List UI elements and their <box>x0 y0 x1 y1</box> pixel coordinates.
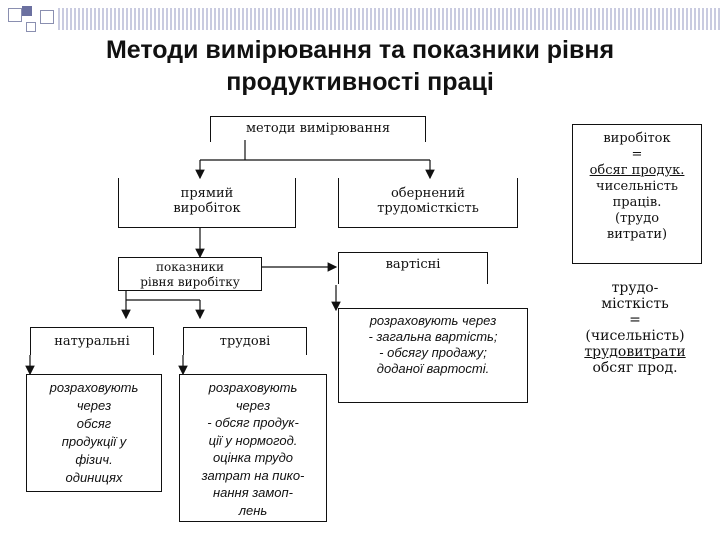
natural-desc-5: фізич. <box>75 452 113 467</box>
output-formula-3: обсяг продук. <box>589 163 685 178</box>
natural-desc-6: одиницях <box>65 470 123 485</box>
labor-desc-7: нання замоп- <box>213 485 293 500</box>
decor-square-small <box>26 22 36 32</box>
natural-box: натуральні <box>30 327 154 355</box>
value-box: вартісні <box>338 252 488 284</box>
output-formula-5: праців. <box>612 195 662 210</box>
natural-desc-3: обсяг <box>76 416 112 431</box>
value-description-box: розраховують через - загальна вартість; … <box>338 308 528 403</box>
value-desc-2: - загальна вартість; <box>368 329 498 344</box>
title-line-2: продуктивності праці <box>226 68 494 96</box>
labor-desc-2: через <box>235 397 271 413</box>
indicators-box: показники рівня виробітку <box>118 257 262 291</box>
labor-desc-4: ції у нормогод. <box>208 432 298 448</box>
indicators-label-1: показники <box>156 260 224 274</box>
natural-description-box: розраховують через обсяг продукції у фіз… <box>26 374 162 492</box>
intensity-formula-2: місткість <box>601 296 669 312</box>
title-line-1: Методи вимірювання та показники рівня <box>105 36 615 64</box>
output-formula-1: виробіток <box>603 131 671 146</box>
intensity-formula: трудо- місткість = (чисельність) трудови… <box>560 280 710 376</box>
slide-title: Методи вимірювання та показники рівня пр… <box>0 34 720 98</box>
output-formula-box: виробіток = обсяг продук. чисельність пр… <box>572 124 702 264</box>
decor-square-outline <box>40 10 54 24</box>
methods-box: методи вимірювання <box>210 116 426 142</box>
labor-description-box: розраховують через - обсяг продук- ції у… <box>179 374 327 522</box>
intensity-formula-1: трудо- <box>611 280 659 296</box>
labor-desc-6: затрат на пико- <box>201 467 305 483</box>
inverse-label-2: трудомісткість <box>377 201 479 216</box>
direct-label-1: прямий <box>180 186 234 201</box>
value-desc-3: - обсягу продажу; <box>379 345 487 360</box>
labor-desc-5: оцінка трудо <box>212 450 294 465</box>
labor-box: трудові <box>183 327 307 355</box>
decor-square-large <box>8 8 22 22</box>
indicators-label-2: рівня виробітку <box>140 275 240 289</box>
output-formula-7: витрати) <box>606 227 668 242</box>
decor-stripe-bar <box>58 8 720 30</box>
natural-desc-2: через <box>76 398 112 413</box>
output-formula-6: (трудо <box>614 211 660 226</box>
value-label: вартісні <box>385 257 441 272</box>
value-desc-4: доданої вартості. <box>376 361 490 376</box>
methods-label: методи вимірювання <box>245 121 391 136</box>
decor-square-filled <box>22 6 32 16</box>
natural-desc-1: розраховують <box>49 380 139 395</box>
labor-desc-3: - обсяг продук- <box>207 415 299 430</box>
intensity-formula-6: обсяг прод. <box>592 360 678 376</box>
intensity-formula-3: = <box>629 312 641 328</box>
natural-label: натуральні <box>54 334 130 349</box>
natural-desc-4: продукції у <box>61 434 127 449</box>
labor-desc-8: лень <box>238 502 268 518</box>
intensity-formula-4: (чисельність) <box>585 328 685 344</box>
labor-desc-1: розраховують <box>208 380 298 395</box>
inverse-labor-box: обернений трудомісткість <box>338 178 518 228</box>
value-desc-1: розраховують через <box>369 313 497 328</box>
output-formula-4: чисельність <box>596 179 678 194</box>
labor-label: трудові <box>219 334 271 349</box>
output-formula-2: = <box>631 147 643 162</box>
direct-label-2: виробіток <box>173 201 241 216</box>
intensity-formula-5: трудовитрати <box>584 344 686 360</box>
direct-output-box: прямий виробіток <box>118 178 296 228</box>
inverse-label-1: обернений <box>390 186 466 201</box>
